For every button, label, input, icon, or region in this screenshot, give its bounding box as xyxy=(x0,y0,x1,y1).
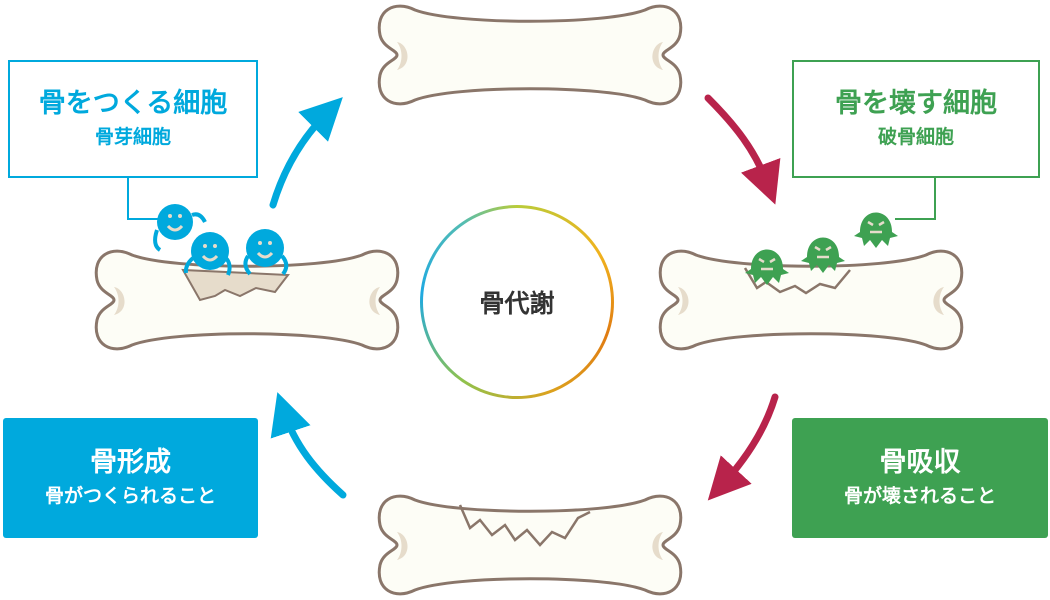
osteoclast-connector xyxy=(895,178,936,220)
arrow-healthy-to-resorption xyxy=(704,94,781,205)
osteoblast-connector xyxy=(127,178,165,220)
arrow-resorption-to-damaged xyxy=(707,393,779,501)
arrow-damaged-to-formation xyxy=(270,392,347,499)
osteoclast-label-box: 骨を壊す細胞 破骨細胞 xyxy=(792,60,1040,178)
bone-formation-box: 骨形成 骨がつくられること xyxy=(3,418,258,538)
osteoblast-subtitle: 骨芽細胞 xyxy=(94,126,171,148)
bone-metabolism-cycle-ring: 骨代謝 xyxy=(420,205,614,399)
resorption-title: 骨吸収 xyxy=(879,447,961,478)
arrow-formation-to-healthy xyxy=(269,97,343,209)
osteoclast-title: 骨を壊す細胞 xyxy=(835,88,997,119)
resorption-subtitle: 骨が壊されること xyxy=(843,485,996,507)
bone-resorption-box: 骨吸収 骨が壊されること xyxy=(792,418,1048,538)
osteoblast-label-box: 骨をつくる細胞 骨芽細胞 xyxy=(8,60,258,178)
osteoblast-title: 骨をつくる細胞 xyxy=(38,88,228,119)
osteoblast-cell-icon xyxy=(153,204,289,276)
bone-damaged-bottom xyxy=(377,494,683,596)
bone-healthy-top xyxy=(377,4,683,106)
osteoclast-subtitle: 破骨細胞 xyxy=(877,126,954,148)
center-label: 骨代謝 xyxy=(479,289,555,318)
bone-forming xyxy=(94,249,400,351)
osteoclast-cell-icon xyxy=(745,212,898,285)
formation-title: 骨形成 xyxy=(90,447,171,478)
formation-subtitle: 骨がつくられること xyxy=(44,485,216,507)
